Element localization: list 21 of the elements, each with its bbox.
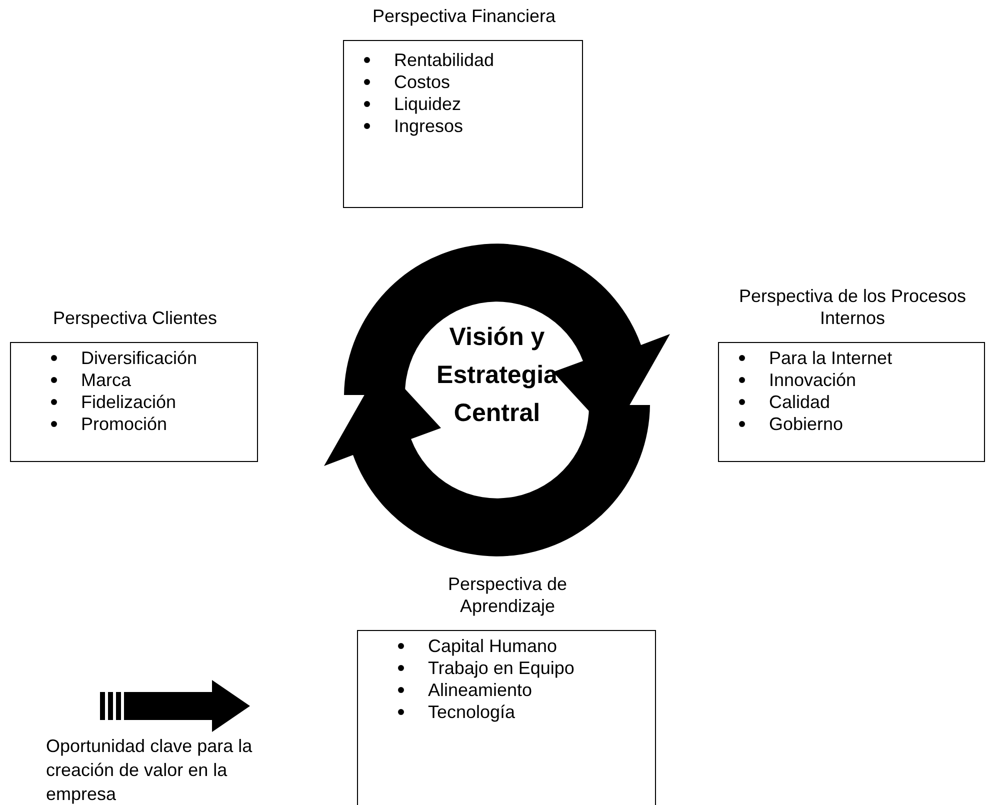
bullet-item: Costos — [394, 72, 450, 92]
bullet-item: Diversificación — [81, 348, 198, 368]
bullet-item: Para la Internet — [769, 348, 892, 368]
bullet-item: Gobierno — [769, 414, 844, 434]
bullet-item: Tecnología — [428, 702, 516, 722]
note-text: Oportunidad clave para la creación de valor en la empresa — [46, 735, 254, 805]
bullet-item: Marca — [81, 370, 132, 390]
bullet-item: Liquidez — [394, 94, 462, 114]
bullet-item: Calidad — [769, 392, 830, 412]
perspective-heading: Perspectiva Clientes — [52, 307, 218, 329]
bullet-item: Promoción — [81, 414, 168, 434]
perspective-heading: Perspectiva de los Procesos Internos — [738, 285, 968, 329]
bullet-item: Ingresos — [394, 116, 464, 136]
bullet-item: Capital Humano — [428, 636, 558, 656]
bullet-item: Fidelización — [81, 392, 176, 412]
bullet-item: Alineamiento — [428, 680, 532, 700]
perspective-heading: Perspectiva Financiera — [371, 5, 557, 27]
perspective-heading: Perspectiva de Aprendizaje — [446, 573, 568, 617]
bullet-item: Trabajo en Equipo — [428, 658, 574, 678]
bullet-item: Rentabilidad — [394, 50, 494, 70]
bullet-item: Innovación — [769, 370, 856, 390]
